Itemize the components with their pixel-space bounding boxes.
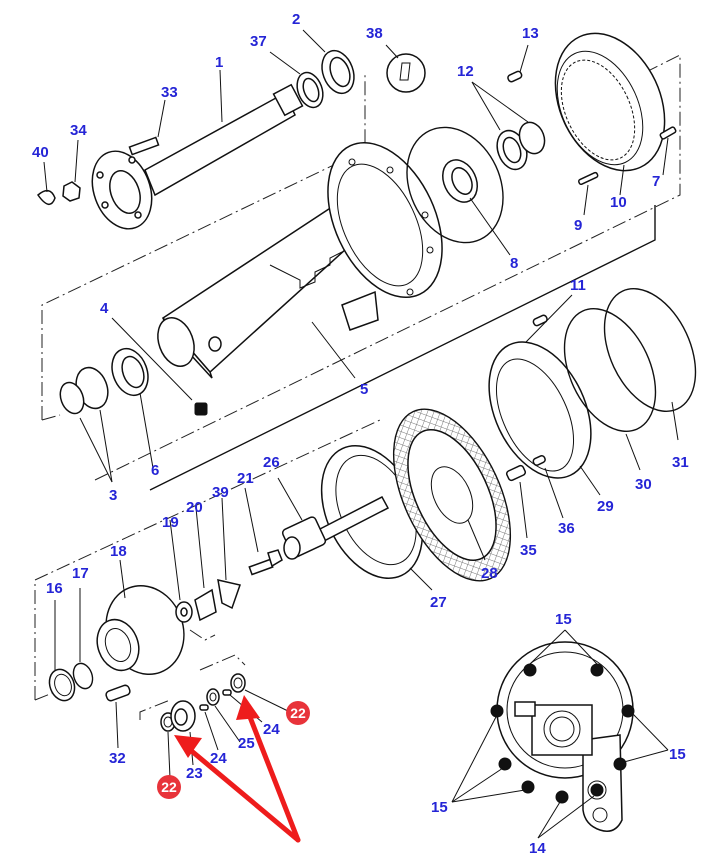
part-37-seal[interactable] <box>293 69 328 111</box>
part-39-lock-plate[interactable] <box>217 579 241 610</box>
label-35: 35 <box>520 542 537 559</box>
part-36-pin[interactable] <box>532 454 546 466</box>
badge-22-upper-label: 22 <box>290 705 306 721</box>
label-37: 37 <box>250 33 267 50</box>
part-24-needle-roller-a[interactable] <box>199 704 209 711</box>
label-27: 27 <box>430 594 447 611</box>
label-5: 5 <box>360 381 368 398</box>
part-31-seal-ring[interactable] <box>586 274 713 426</box>
label-26: 26 <box>263 454 280 471</box>
part-2-seal[interactable] <box>316 46 359 98</box>
label-4: 4 <box>100 300 109 317</box>
label-8: 8 <box>510 255 518 272</box>
label-25: 25 <box>238 735 255 752</box>
part-24-needle-roller-b[interactable] <box>222 689 232 696</box>
part-17-circlip[interactable] <box>70 661 96 692</box>
part-22-thrust-washer-upper[interactable] <box>230 673 246 693</box>
label-33: 33 <box>161 84 178 101</box>
badge-22-lower[interactable]: 22 <box>157 775 181 799</box>
part-5-housing[interactable] <box>151 125 464 379</box>
part-30-seal-ring[interactable] <box>546 294 673 446</box>
part-15-bolts[interactable] <box>490 663 635 794</box>
part-12-bearing[interactable] <box>492 119 549 174</box>
label-15-left: 15 <box>431 799 448 816</box>
part-32-pin[interactable] <box>105 684 131 702</box>
label-29: 29 <box>597 498 614 515</box>
part-3-bearing[interactable] <box>56 363 113 417</box>
label-12: 12 <box>457 63 474 80</box>
part-labels: 1 2 37 33 34 40 38 13 12 7 10 9 8 4 5 6 … <box>32 11 689 857</box>
assembly-boundary-lines <box>34 54 681 720</box>
part-10-ring-gear[interactable] <box>534 16 685 189</box>
label-20: 20 <box>186 499 203 516</box>
label-16: 16 <box>46 580 63 597</box>
label-30: 30 <box>635 476 652 493</box>
label-38: 38 <box>366 25 383 42</box>
badge-22-upper[interactable]: 22 <box>286 701 310 725</box>
part-34-nut[interactable] <box>62 181 81 202</box>
arrow-to-washer-22-upper <box>236 695 301 843</box>
part-20-thrust-plate[interactable] <box>194 588 217 622</box>
part-40-lock-washer[interactable] <box>36 189 56 205</box>
part-18-planet-carrier[interactable] <box>90 575 196 686</box>
label-10: 10 <box>610 194 627 211</box>
label-9: 9 <box>574 217 582 234</box>
label-40: 40 <box>32 144 49 161</box>
part-16-washer[interactable] <box>45 666 78 704</box>
part-14-bolts[interactable] <box>555 780 607 804</box>
part-11-pin[interactable] <box>532 314 548 327</box>
badge-22-lower-label: 22 <box>161 779 177 795</box>
part-33-stud[interactable] <box>128 136 160 156</box>
label-31: 31 <box>672 454 689 471</box>
part-29-piston[interactable] <box>469 326 611 495</box>
leader-lines <box>43 29 679 839</box>
part-23-planet-gear[interactable] <box>170 700 196 732</box>
part-21-bolt[interactable] <box>248 549 283 576</box>
label-21: 21 <box>237 470 254 487</box>
label-39: 39 <box>212 484 229 501</box>
label-14: 14 <box>529 840 546 857</box>
label-18: 18 <box>110 543 127 560</box>
end-view-brake-housing[interactable] <box>496 641 634 832</box>
label-24-upper: 24 <box>263 721 280 738</box>
label-17: 17 <box>72 565 89 582</box>
part-8-seal[interactable] <box>436 154 484 207</box>
label-6: 6 <box>151 462 159 479</box>
part-7-screw[interactable] <box>659 126 677 140</box>
part-4-plug[interactable] <box>194 402 208 416</box>
label-2: 2 <box>292 11 300 28</box>
label-11: 11 <box>570 277 586 294</box>
arrow-to-washer-22-lower <box>174 735 301 843</box>
label-34: 34 <box>70 122 87 139</box>
label-36: 36 <box>558 520 575 537</box>
label-7: 7 <box>652 173 660 190</box>
part-38-o-ring[interactable] <box>386 53 521 258</box>
label-23: 23 <box>186 765 203 782</box>
label-15-top: 15 <box>555 611 572 628</box>
part-9-pin[interactable] <box>577 171 599 186</box>
part-28-friction-disc[interactable] <box>370 391 535 598</box>
part-35-bleed-screw[interactable] <box>505 464 527 482</box>
label-28: 28 <box>481 565 498 582</box>
label-24-lower: 24 <box>210 750 227 767</box>
part-1-axle-shaft[interactable] <box>82 83 304 237</box>
part-26-drive-shaft[interactable] <box>281 495 390 560</box>
label-15-right: 15 <box>669 746 686 763</box>
part-6-bearing-cup[interactable] <box>106 344 154 401</box>
label-32: 32 <box>109 750 126 767</box>
part-13-pin[interactable] <box>507 70 523 83</box>
part-19-washer[interactable] <box>175 601 193 623</box>
label-19: 19 <box>162 514 179 531</box>
label-13: 13 <box>522 25 539 42</box>
label-3: 3 <box>109 487 117 504</box>
label-1: 1 <box>215 54 223 71</box>
part-25-spacer[interactable] <box>206 688 220 706</box>
